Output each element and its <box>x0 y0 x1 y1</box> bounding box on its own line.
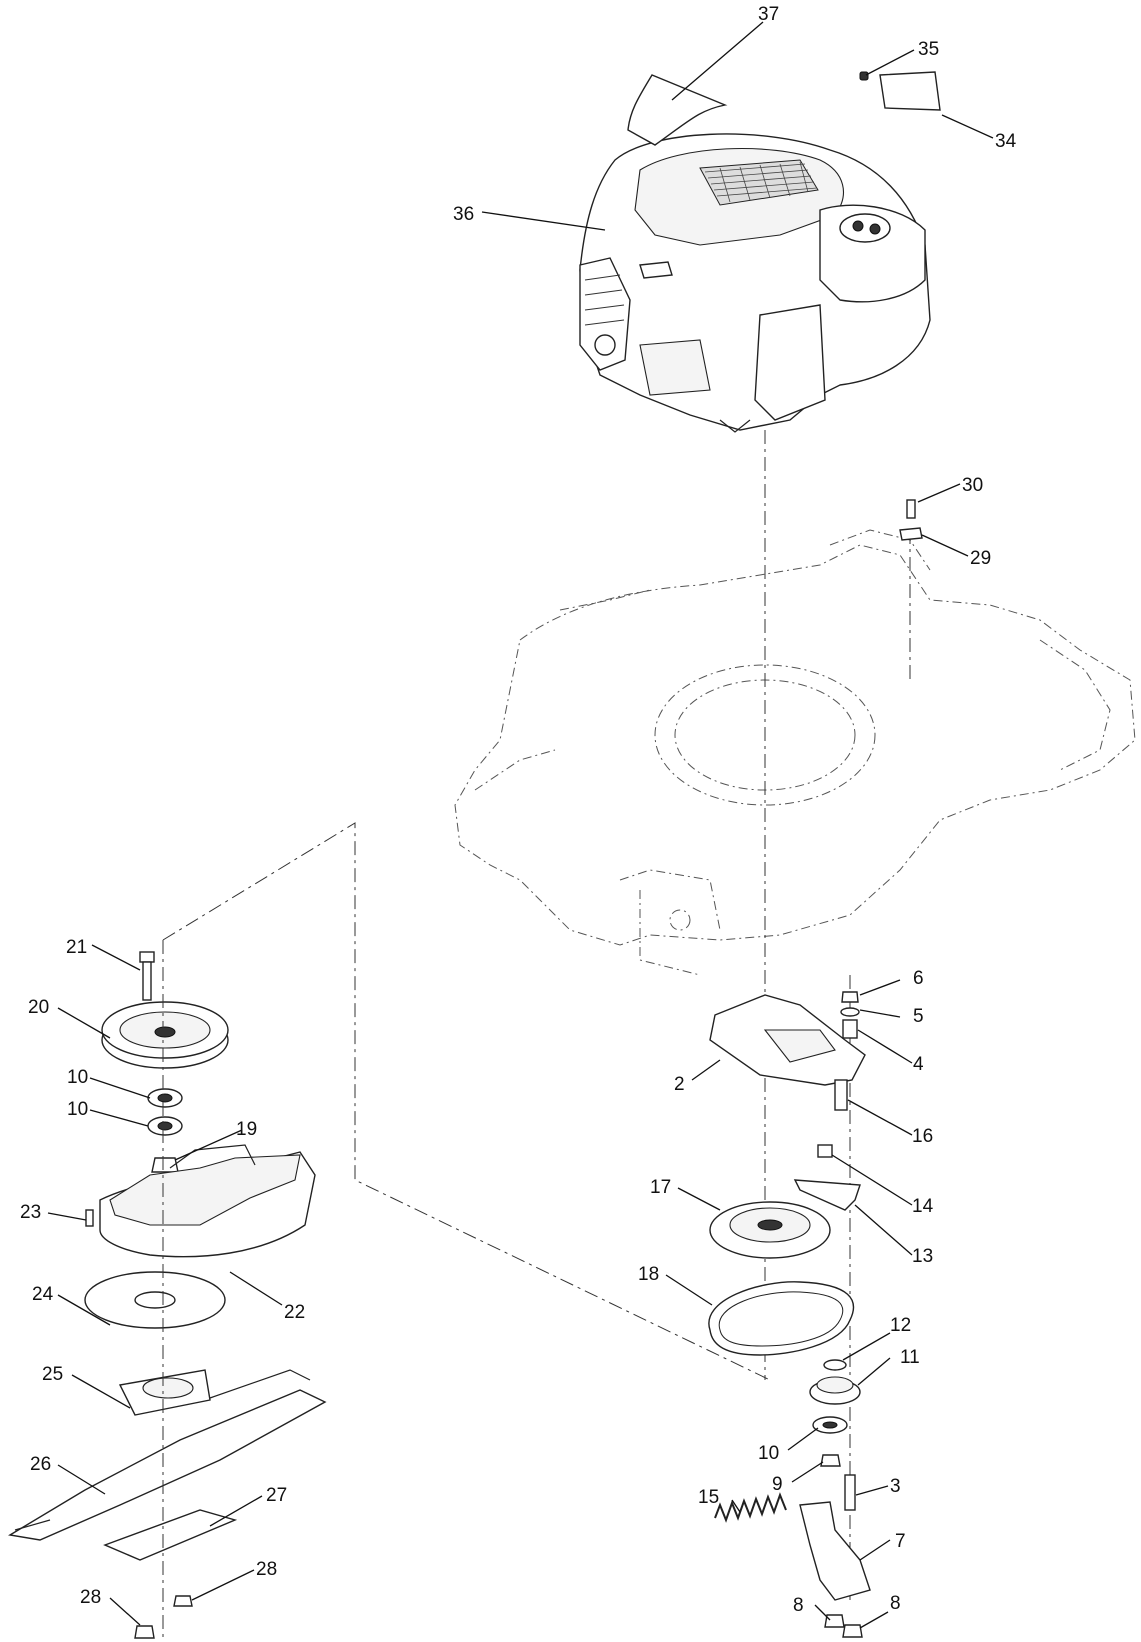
callout-10-lower: 10 <box>67 1099 88 1120</box>
decal <box>627 74 728 146</box>
callout-15: 15 <box>698 1487 719 1508</box>
blade-cup <box>84 1271 226 1329</box>
bearing-inner <box>157 1093 173 1103</box>
callout-4: 4 <box>913 1054 924 1075</box>
washer <box>823 1359 847 1371</box>
callout-7: 7 <box>895 1531 906 1552</box>
washer <box>840 1007 860 1017</box>
callout-37: 37 <box>758 4 779 25</box>
extension-spring <box>714 1492 787 1523</box>
bracket <box>793 1179 861 1211</box>
callout-labels: 37 35 34 36 30 29 21 20 10 10 19 23 22 2… <box>20 4 1017 1616</box>
mower-deck <box>454 529 1136 976</box>
bearing-inner <box>822 1421 838 1429</box>
callout-22: 22 <box>284 1302 305 1323</box>
pivot-pin <box>817 1144 833 1158</box>
callout-12: 12 <box>890 1315 911 1336</box>
screw <box>85 1209 94 1227</box>
callout-13: 13 <box>912 1246 933 1267</box>
callout-30: 30 <box>962 475 983 496</box>
callout-21: 21 <box>66 937 87 958</box>
nut <box>134 1625 155 1639</box>
callout-14: 14 <box>912 1196 934 1217</box>
blade-adapter-pulley <box>101 1001 229 1069</box>
plug <box>859 71 869 81</box>
callout-34: 34 <box>995 131 1017 152</box>
leader-lines <box>47 21 994 1629</box>
air-grille <box>699 159 819 206</box>
callout-17: 17 <box>650 1177 671 1198</box>
clip <box>899 527 923 541</box>
callout-25: 25 <box>42 1364 63 1385</box>
blade-adapter <box>118 1369 211 1416</box>
screw <box>906 499 916 519</box>
callout-6: 6 <box>913 968 924 989</box>
shaft <box>844 1474 856 1511</box>
bearing-housing <box>809 1376 861 1405</box>
callout-23: 23 <box>20 1202 41 1223</box>
callout-2: 2 <box>674 1074 685 1095</box>
mower-blade <box>8 1369 327 1541</box>
callout-26: 26 <box>30 1454 51 1475</box>
decal-strip <box>879 71 941 111</box>
pivot-bracket <box>799 1501 871 1601</box>
engine <box>579 133 931 433</box>
blade-shield <box>99 1144 316 1258</box>
stiffener-plate <box>103 1509 238 1561</box>
callout-28-right: 28 <box>256 1559 277 1580</box>
callout-5: 5 <box>913 1006 924 1027</box>
shoulder-bolt <box>834 1079 848 1111</box>
callout-16: 16 <box>912 1126 933 1147</box>
callout-24: 24 <box>32 1284 54 1305</box>
callout-28-left: 28 <box>80 1587 101 1608</box>
nut <box>824 1614 845 1628</box>
nut <box>842 1624 863 1638</box>
callout-19: 19 <box>236 1119 257 1140</box>
callout-10-right: 10 <box>758 1443 779 1464</box>
nut <box>173 1595 193 1607</box>
callout-36: 36 <box>453 204 474 225</box>
callout-18: 18 <box>638 1264 659 1285</box>
bearing-inner <box>157 1121 173 1131</box>
callout-10-upper: 10 <box>67 1067 88 1088</box>
callout-20: 20 <box>28 997 49 1018</box>
callout-35: 35 <box>918 39 939 60</box>
callout-27: 27 <box>266 1485 287 1506</box>
callout-8-left: 8 <box>793 1595 804 1616</box>
nut <box>841 991 859 1003</box>
callout-8-right: 8 <box>890 1593 901 1614</box>
callout-9: 9 <box>772 1474 783 1495</box>
callout-29: 29 <box>970 548 991 569</box>
blade-bolt <box>139 951 155 1001</box>
spacer <box>842 1019 858 1039</box>
drive-belt <box>708 1281 855 1356</box>
callout-11: 11 <box>900 1347 920 1368</box>
nut <box>820 1454 841 1467</box>
idler-arm-slot <box>763 1029 836 1063</box>
idler-pulley <box>709 1201 831 1259</box>
callout-3: 3 <box>890 1476 901 1497</box>
